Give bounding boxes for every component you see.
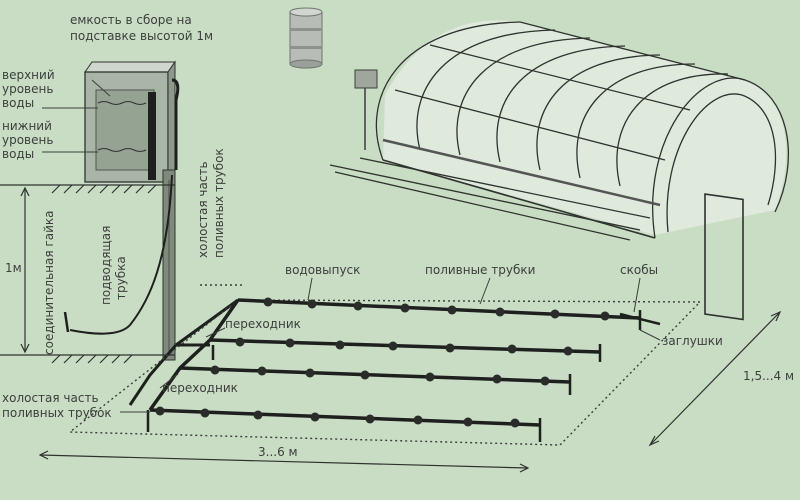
tube-end-plugs [146,310,661,442]
connecting-nut-label: соединительная гайка [42,210,56,355]
connecting-nut-pipe [63,311,70,333]
upper-level-line-2: уровень [2,82,54,96]
width-dimension-label: 1,5...4 м [743,369,795,383]
ground-lines [0,184,175,364]
height-dimension [20,186,30,354]
greenhouse-water-barrel [289,7,323,69]
upper-level-line-3: воды [2,96,35,110]
supply-tube [69,174,173,335]
greenhouse [329,20,790,321]
water-outlet-label: водовыпуск [285,263,361,277]
adapter-label-1: переходник [225,317,301,331]
supply-tube-label-1: подводящая [99,225,113,305]
lower-level-line-3: воды [2,147,35,161]
idle-part-vertical-1: холостая часть [196,161,210,258]
height-label: 1м [5,261,22,275]
idle-part-vertical-2: поливных трубок [212,148,226,258]
upper-level-line-1: верхний [2,68,55,82]
supply-tube-label-2: трубка [114,256,128,300]
brackets-label: скобы [620,263,659,277]
idle-part-bottom-2: поливных трубок [2,406,112,420]
greenhouse-small-tank [354,69,378,150]
drip-emitters [155,297,610,428]
water-tank [84,60,180,184]
idle-part-bottom-1: холостая часть [2,391,99,405]
adapter-label-2: переходник [162,381,238,395]
plugs-label: заглушки [662,334,723,348]
length-dimension-label: 3...6 м [258,445,298,459]
lower-level-line-1: нижний [2,119,52,133]
tank-title-line-1: емкость в сборе на [70,13,192,27]
label-leaders [42,79,661,413]
field-dimensions [38,310,782,473]
lower-level-line-2: уровень [2,133,54,147]
tank-title-line-2: подставке высотой 1м [70,29,214,43]
tank-stand [162,169,176,361]
watering-tubes-label: поливные трубки [425,263,536,277]
watering-tubes [148,298,641,427]
